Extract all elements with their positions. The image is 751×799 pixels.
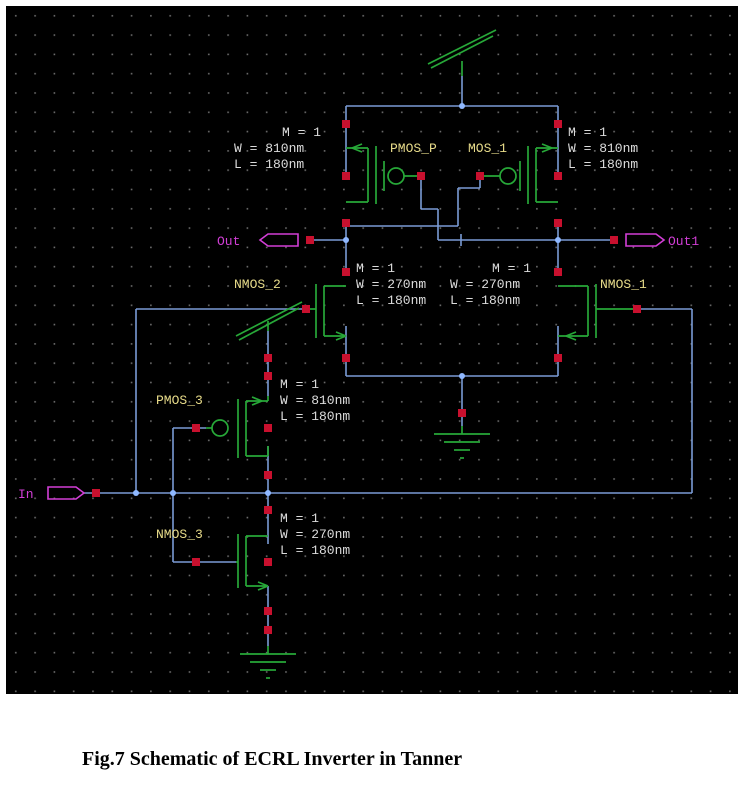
port-in-label: In — [18, 487, 34, 502]
ground-symbol-mid — [434, 426, 490, 459]
figure-caption: Fig.7 Schematic of ECRL Inverter in Tann… — [82, 748, 463, 770]
param-l: L = 180nm — [280, 409, 350, 424]
param-l: L = 180nm — [280, 543, 350, 558]
device-name-nmos-right: NMOS_1 — [600, 277, 647, 292]
param-w: W = 270nm — [356, 277, 426, 292]
device-name-pmos-left: PMOS_P — [390, 141, 437, 156]
schematic-canvas[interactable]: Out Out1 In — [6, 6, 738, 694]
param-m: M = 1 — [568, 125, 607, 140]
device-name-nmos-inverter: NMOS_3 — [156, 527, 203, 542]
transistor-nmos-right[interactable] — [558, 284, 634, 341]
label-nmos-inverter: NMOS_3 M = 1 W = 270nm L = 180nm — [156, 511, 350, 558]
label-nmos-right: NMOS_1 M = 1 W = 270nm L = 180nm — [450, 261, 647, 308]
label-pmos-right: MOS_1 M = 1 W = 810nm L = 180nm — [468, 125, 638, 172]
param-l: L = 180nm — [234, 157, 304, 172]
label-pmos-inverter: PMOS_3 M = 1 W = 810nm L = 180nm — [156, 377, 350, 424]
junctions — [133, 103, 561, 496]
param-m: M = 1 — [280, 511, 319, 526]
power-clock-symbol-2 — [235, 301, 303, 341]
label-pmos-left: PMOS_P M = 1 W = 810nm L = 180nm — [234, 125, 437, 172]
param-w: W = 270nm — [450, 277, 520, 292]
grid-dots — [6, 6, 738, 694]
port-out1[interactable]: Out1 — [625, 233, 699, 249]
param-w: W = 810nm — [568, 141, 638, 156]
port-out[interactable]: Out — [217, 233, 299, 249]
transistor-pmos-inverter[interactable] — [206, 396, 269, 458]
pins — [92, 120, 641, 634]
port-out-label: Out — [217, 234, 240, 249]
transistor-pmos-left[interactable] — [346, 143, 421, 204]
ground-symbol-bottom — [240, 646, 296, 679]
param-w: W = 810nm — [280, 393, 350, 408]
param-m: M = 1 — [356, 261, 395, 276]
port-out1-label: Out1 — [668, 234, 699, 249]
label-nmos-left: NMOS_2 M = 1 W = 270nm L = 180nm — [234, 261, 426, 308]
device-name-pmos-inverter: PMOS_3 — [156, 393, 203, 408]
param-l: L = 180nm — [450, 293, 520, 308]
param-w: W = 270nm — [280, 527, 350, 542]
param-m: M = 1 — [280, 377, 319, 392]
transistor-nmos-inverter[interactable] — [236, 534, 269, 591]
power-clock-symbol — [427, 29, 497, 76]
param-m: M = 1 — [492, 261, 531, 276]
param-l: L = 180nm — [356, 293, 426, 308]
port-in[interactable]: In — [18, 486, 86, 502]
param-m: M = 1 — [282, 125, 321, 140]
param-w: W = 810nm — [234, 141, 304, 156]
param-l: L = 180nm — [568, 157, 638, 172]
transistor-pmos-right[interactable] — [480, 143, 558, 204]
device-name-nmos-left: NMOS_2 — [234, 277, 281, 292]
device-name-pmos-right: MOS_1 — [468, 141, 507, 156]
transistor-nmos-left[interactable] — [306, 284, 347, 341]
